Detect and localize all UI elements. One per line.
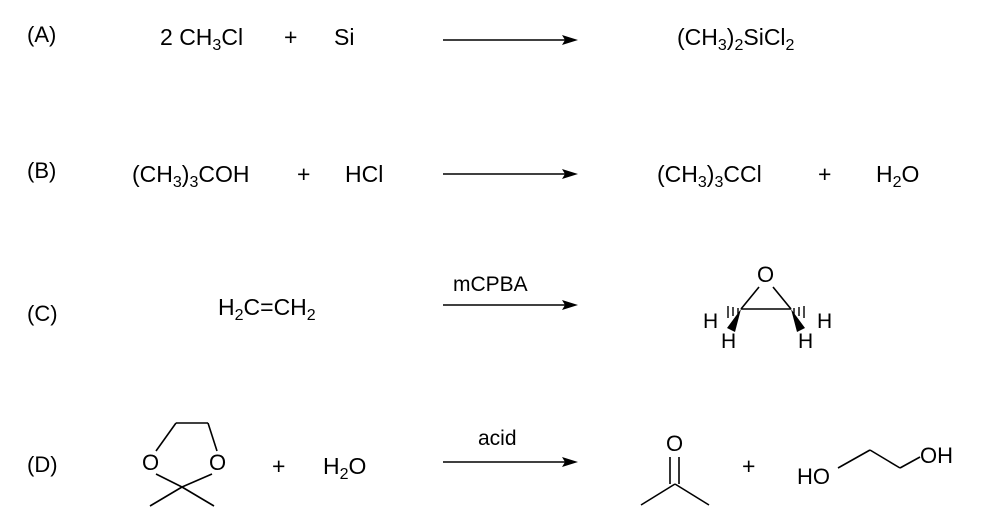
reaction-c-condition: mCPBA bbox=[453, 273, 528, 296]
ethylene-glycol-oh: OH bbox=[920, 443, 953, 468]
reaction-b-reactant-1: (CH3)3COH bbox=[132, 161, 250, 191]
reaction-b-product-2: H2O bbox=[876, 161, 920, 191]
reaction-d-condition: acid bbox=[478, 427, 517, 450]
reaction-a-reactant-1: 2 CH3Cl bbox=[160, 24, 244, 54]
reaction-b-arrow bbox=[443, 169, 578, 179]
reaction-a-arrow bbox=[443, 35, 578, 45]
dioxolane-oxygen-left: O bbox=[142, 450, 160, 475]
reaction-d-reactant-2: H2O bbox=[323, 453, 367, 483]
epoxide-structure bbox=[727, 286, 805, 332]
reaction-d-plus-1: + bbox=[272, 453, 286, 479]
acetone-structure bbox=[640, 457, 710, 506]
dioxolane-structure bbox=[149, 422, 218, 507]
reaction-a-reactant-2: Si bbox=[334, 24, 355, 50]
dioxolane-oxygen-right: O bbox=[209, 450, 227, 475]
reaction-b-plus-1: + bbox=[297, 161, 311, 187]
epoxide-h-left: H bbox=[703, 310, 719, 333]
epoxide-h-right: H bbox=[817, 310, 833, 333]
reaction-b-label: (B) bbox=[27, 158, 57, 183]
reaction-b-reactant-2: HCl bbox=[345, 161, 384, 187]
acetone-oxygen: O bbox=[666, 431, 684, 456]
reaction-c-arrow bbox=[443, 300, 578, 310]
reaction-c-reactant: H2C=CH2 bbox=[218, 294, 316, 324]
reaction-a-product: (CH3)2SiCl2 bbox=[677, 24, 795, 54]
reaction-a-label: (A) bbox=[27, 22, 57, 47]
ethylene-glycol-structure bbox=[837, 449, 921, 469]
epoxide-oxygen: O bbox=[757, 262, 775, 287]
reaction-d-arrow bbox=[443, 457, 578, 467]
reaction-d-plus-2: + bbox=[742, 453, 756, 479]
reaction-c-label: (C) bbox=[27, 301, 58, 326]
reaction-b-plus-2: + bbox=[818, 161, 832, 187]
reaction-a-plus: + bbox=[284, 24, 298, 50]
reaction-d-label: (D) bbox=[27, 452, 58, 477]
ethylene-glycol-ho: HO bbox=[797, 464, 830, 489]
epoxide-h-bottom-left: H bbox=[721, 330, 737, 353]
epoxide-h-bottom-right: H bbox=[798, 330, 814, 353]
reaction-b-product-1: (CH3)3CCl bbox=[657, 161, 762, 191]
